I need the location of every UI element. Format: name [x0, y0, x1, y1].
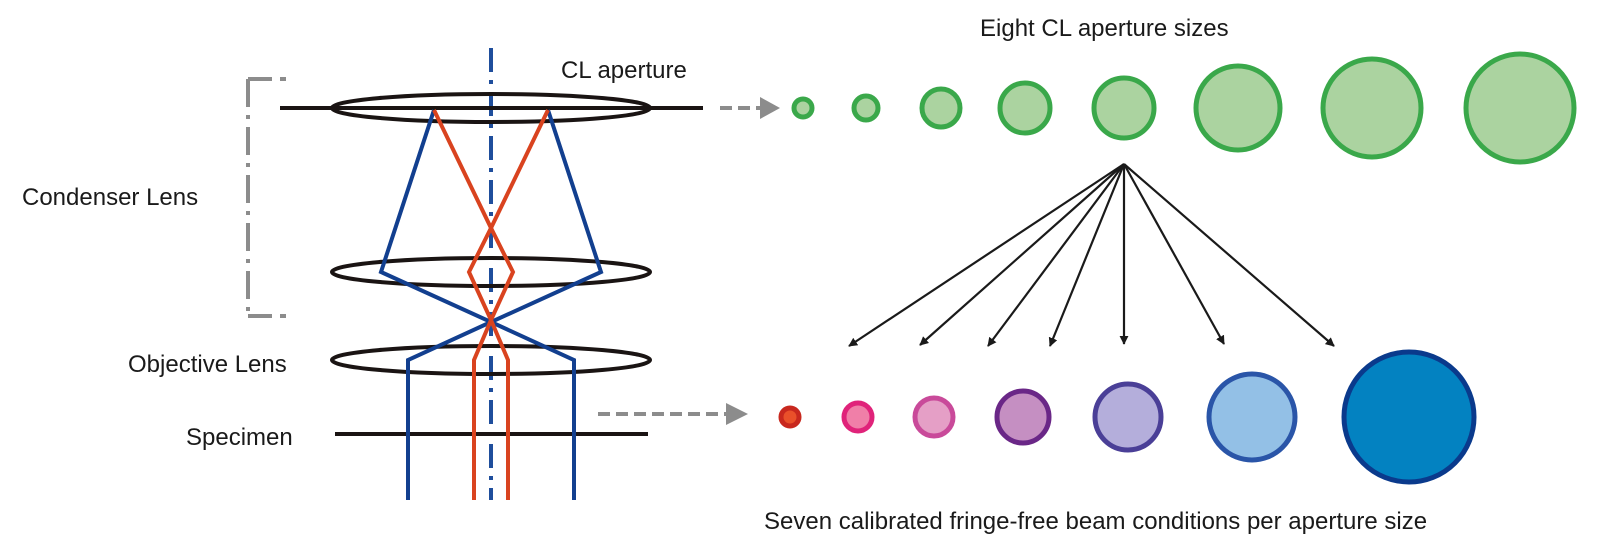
beam-condition-7: [1341, 349, 1477, 485]
beam-condition-6: [1206, 371, 1298, 463]
aperture-arrow: [720, 97, 780, 119]
condenser-bracket: [246, 77, 294, 318]
cl-aperture-label: CL aperture: [561, 57, 687, 84]
beam-condition-circles: [778, 349, 1477, 485]
specimen-label: Specimen: [186, 424, 293, 451]
aperture-circle-6: [1193, 63, 1283, 153]
lens-group: [280, 92, 703, 436]
aperture-circle-2: [851, 93, 881, 123]
aperture-circle-8: [1463, 51, 1577, 165]
top-title: Eight CL aperture sizes: [980, 15, 1229, 42]
objective-lens-label: Objective Lens: [128, 351, 287, 378]
beam-condition-3: [912, 395, 956, 439]
aperture-circle-7: [1320, 56, 1424, 160]
beam-condition-1: [778, 405, 802, 429]
aperture-circle-5: [1091, 75, 1157, 141]
objective-lens: [330, 344, 652, 376]
aperture-circle-3: [919, 86, 963, 130]
aperture-circle-1: [791, 96, 815, 120]
condenser-lens-2: [330, 256, 652, 288]
beam-condition-5: [1092, 381, 1164, 453]
aperture-circles: [791, 51, 1577, 165]
condenser-lens-label: Condenser Lens: [22, 184, 198, 211]
beam-condition-4: [994, 388, 1052, 446]
beam-condition-2: [841, 400, 875, 434]
aperture-circle-4: [997, 80, 1053, 136]
bottom-caption: Seven calibrated fringe-free beam condit…: [764, 508, 1427, 535]
fan-arrows: [848, 163, 1335, 347]
red-ray-paths: [432, 109, 550, 500]
specimen-arrow: [598, 403, 748, 425]
condenser-lens-1: [330, 92, 652, 124]
